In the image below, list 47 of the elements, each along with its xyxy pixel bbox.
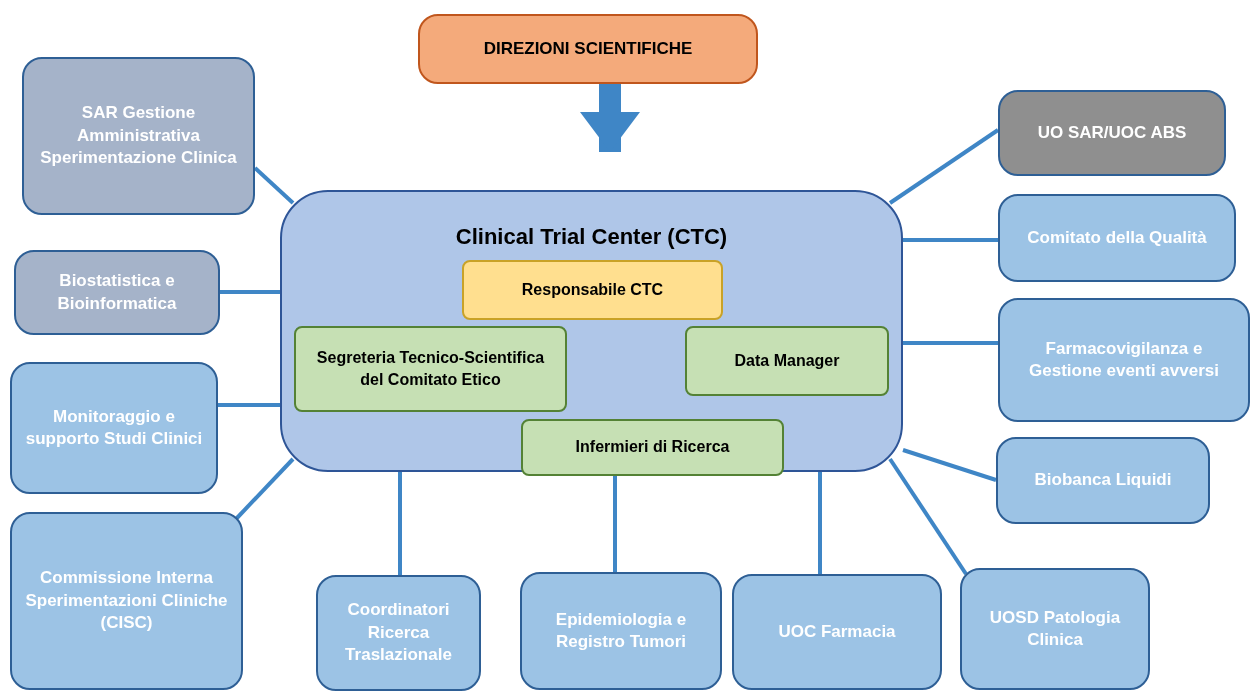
unit-label: SAR Gestione Amministrativa Sperimentazione Clinica — [39, 102, 238, 170]
unit-label: DIREZIONI SCIENTIFICHE — [483, 37, 693, 60]
unit-label: Segreteria Tecnico-Scientifica del Comitato Etico — [315, 347, 546, 390]
connector-line — [398, 472, 402, 575]
role-box — [521, 419, 784, 476]
unit-box — [10, 362, 218, 494]
header-box — [418, 14, 758, 84]
unit-label: UOSD Patologia Clinica — [988, 606, 1122, 651]
unit-box — [316, 575, 481, 691]
connector-line — [818, 472, 822, 574]
unit-label: Biostatistica e Bioinformatica — [56, 270, 178, 315]
unit-label: UOC Farmacia — [778, 620, 896, 643]
unit-box — [996, 437, 1210, 524]
unit-box — [998, 90, 1226, 176]
unit-label: Infermieri di Ricerca — [575, 437, 730, 458]
unit-box — [732, 574, 942, 690]
role-box — [685, 326, 889, 396]
connector-line — [888, 457, 968, 576]
unit-label: Epidemiologia e Registro Tumori — [554, 608, 688, 653]
role-box — [294, 326, 567, 412]
connector-line — [234, 457, 295, 521]
unit-box — [998, 194, 1236, 282]
unit-label: Biobanca Liquidi — [1034, 469, 1172, 492]
unit-label: Responsabile CTC — [521, 279, 664, 300]
connector-line — [902, 448, 997, 482]
connector-line — [888, 128, 1000, 205]
unit-label: Data Manager — [734, 350, 840, 371]
role-box — [462, 260, 723, 320]
unit-label: Comitato della Qualità — [1027, 226, 1207, 249]
unit-label: Farmacovigilanza e Gestione eventi avversi — [1028, 337, 1220, 382]
unit-box — [22, 57, 255, 215]
unit-box — [960, 568, 1150, 690]
unit-label: Monitoraggio e supporto Studi Clinici — [24, 405, 204, 450]
connector-line — [220, 290, 280, 294]
connector-line — [218, 403, 280, 407]
container-title: Clinical Trial Center (CTC) — [455, 223, 728, 251]
unit-box — [998, 298, 1250, 422]
connector-line — [903, 341, 998, 345]
unit-box — [14, 250, 220, 335]
unit-box — [10, 512, 243, 690]
arrow — [580, 84, 640, 152]
unit-label: Coordinatori Ricerca Traslazionale — [344, 599, 453, 667]
connector-line — [903, 238, 998, 242]
unit-box — [520, 572, 722, 690]
connector-line — [253, 166, 295, 205]
unit-label: UO SAR/UOC ABS — [1037, 121, 1187, 144]
unit-label: Commissione Interna Sperimentazioni Cliniche (CISC) — [24, 567, 229, 635]
